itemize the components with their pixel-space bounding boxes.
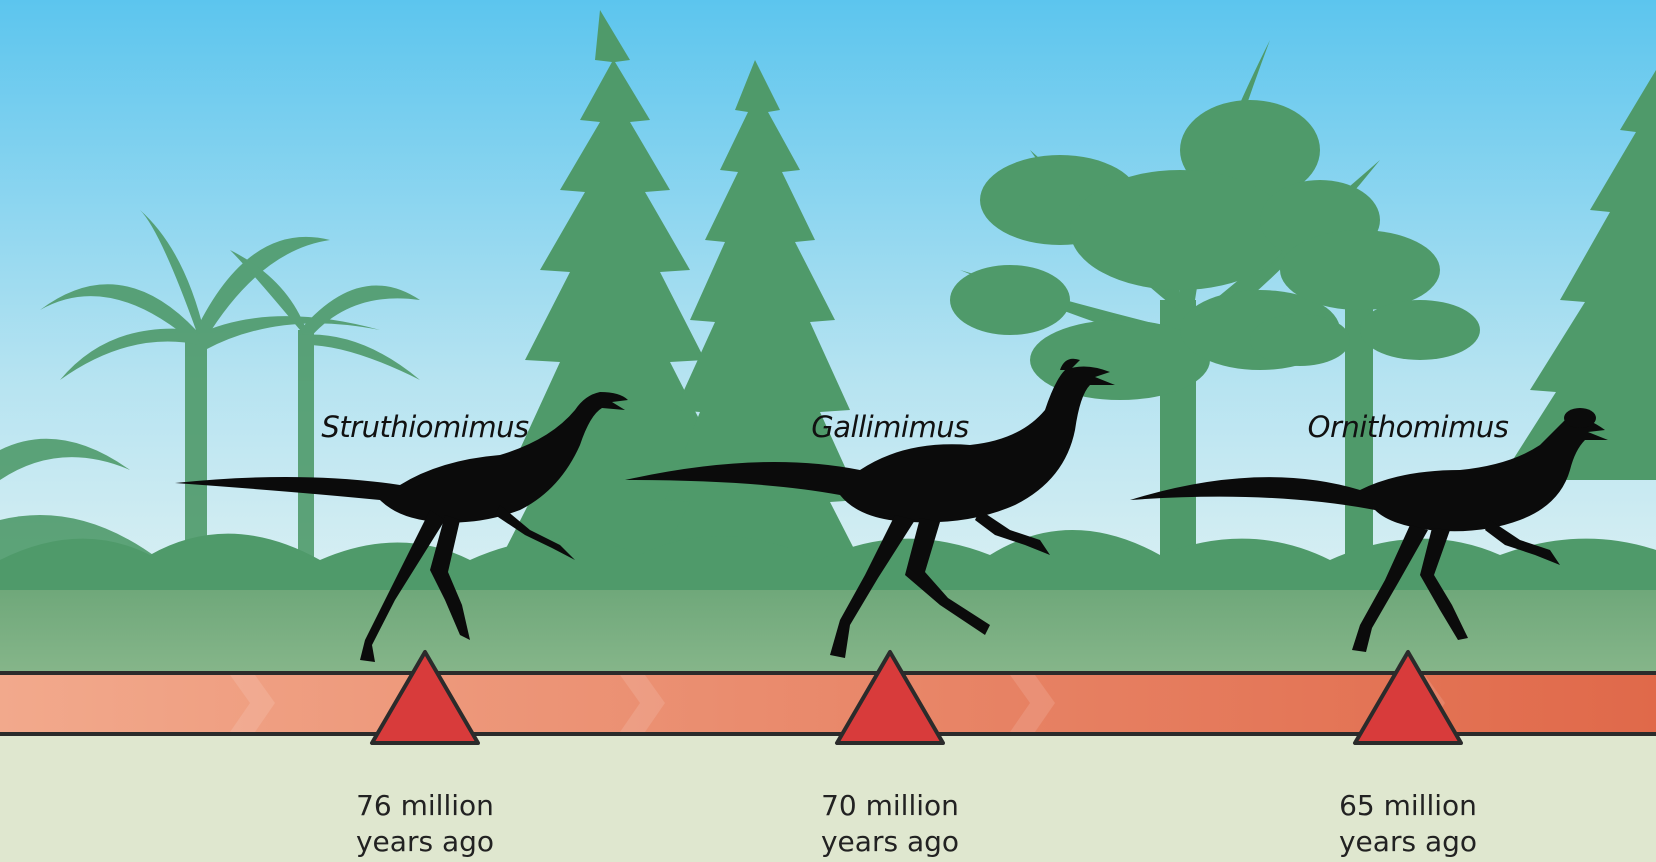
dinosaur-name-label: Struthiomimus (321, 410, 528, 444)
time-label-unit: years ago (356, 824, 494, 860)
time-label-amount: 70 million (821, 788, 959, 824)
time-label-unit: years ago (821, 824, 959, 860)
time-label-amount: 65 million (1339, 788, 1477, 824)
dinosaur-name-label: Gallimimus (811, 410, 968, 444)
time-label-amount: 76 million (356, 788, 494, 824)
time-label-unit: years ago (1339, 824, 1477, 860)
dinosaur-name-label: Ornithomimus (1308, 410, 1509, 444)
